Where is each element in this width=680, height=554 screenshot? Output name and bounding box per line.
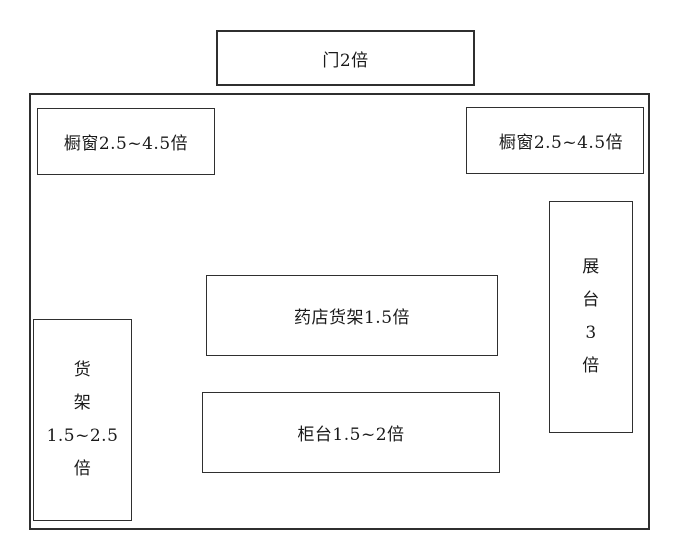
exhibition-stand-label-line: 3	[585, 323, 597, 343]
display-window-left-box: 橱窗2.5~4.5倍	[37, 108, 215, 175]
door-box: 门2倍	[216, 30, 475, 86]
goods-shelf-label-line: 货	[73, 360, 92, 380]
goods-shelf-label-line: 1.5~2.5	[46, 426, 119, 446]
goods-shelf-box: 货 架 1.5~2.5 倍	[33, 319, 132, 521]
goods-shelf-label-line: 架	[73, 393, 92, 413]
exhibition-stand-label-line: 倍	[582, 356, 600, 376]
goods-shelf-label-line: 倍	[73, 459, 92, 479]
display-window-right-box: 橱窗2.5~4.5倍	[466, 107, 644, 174]
exhibition-stand-box: 展 台 3 倍	[549, 201, 633, 433]
exhibition-stand-label-line: 台	[582, 290, 600, 310]
counter-box: 柜台1.5~2倍	[202, 392, 500, 473]
exhibition-stand-label-line: 展	[582, 257, 600, 277]
pharmacy-shelf-box: 药店货架1.5倍	[206, 275, 498, 356]
